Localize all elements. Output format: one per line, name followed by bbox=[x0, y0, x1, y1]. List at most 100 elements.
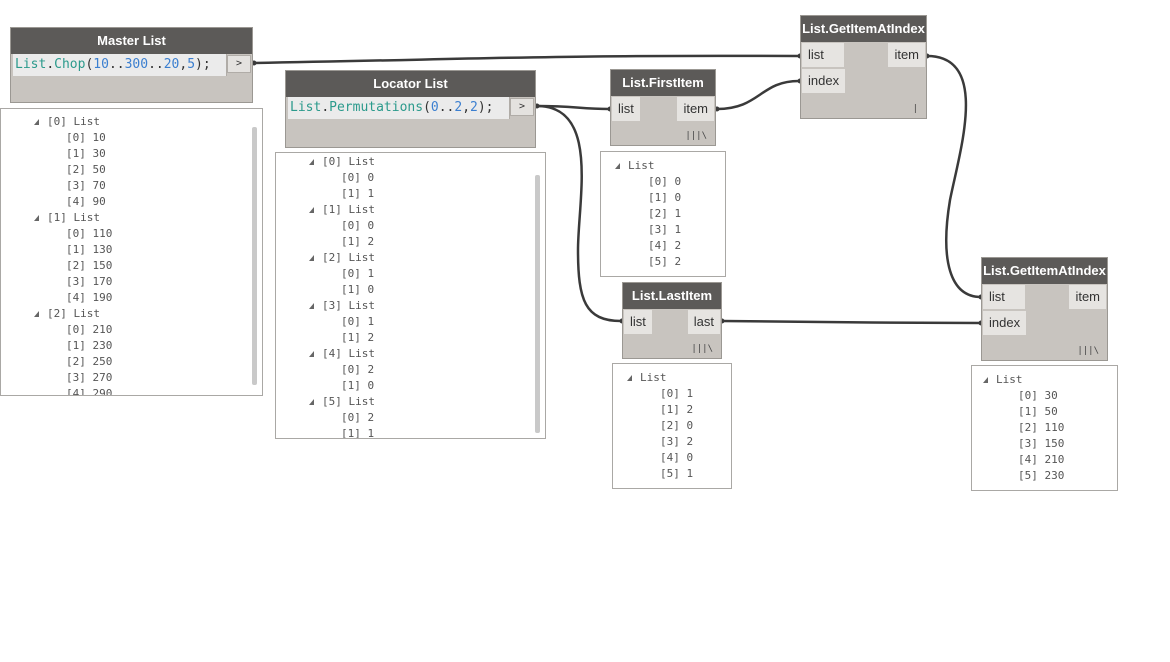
tree-node-value: [1] 2 bbox=[341, 331, 375, 344]
tree-node-value: [2] 250 bbox=[66, 355, 113, 368]
master-list-output-port[interactable]: > bbox=[227, 55, 251, 73]
collapse-triangle-icon[interactable] bbox=[309, 351, 314, 357]
tree-node-header[interactable]: [0] List bbox=[322, 155, 375, 168]
master-list-title: Master List bbox=[11, 28, 252, 54]
tree-node-value: [1] 0 bbox=[341, 283, 375, 296]
last-item-title: List.LastItem bbox=[623, 283, 721, 309]
code-token: ); bbox=[477, 100, 494, 115]
tree-node-value: [0] 210 bbox=[66, 323, 113, 336]
wire-get1-to-get2-list[interactable] bbox=[926, 54, 982, 299]
collapse-triangle-icon[interactable] bbox=[309, 303, 314, 309]
collapse-triangle-icon[interactable] bbox=[309, 159, 314, 165]
get1-list-input[interactable]: list bbox=[802, 43, 844, 67]
get-item-at-index-node-2[interactable]: List.GetItemAtIndex list index item |||\ bbox=[981, 257, 1108, 361]
code-token: 20 bbox=[163, 57, 180, 72]
wire-master-to-get1-list[interactable] bbox=[253, 54, 800, 65]
collapse-triangle-icon[interactable] bbox=[34, 119, 39, 125]
lacing-icon[interactable]: |||\ bbox=[691, 344, 713, 354]
tree-node-header[interactable]: List bbox=[640, 371, 667, 384]
tree-node-value: [2] 50 bbox=[66, 163, 106, 176]
get2-item-output[interactable]: item bbox=[1069, 285, 1106, 309]
scrollbar[interactable] bbox=[252, 127, 257, 385]
tree-node-value: [0] 1 bbox=[341, 267, 375, 280]
wire-locator-to-lastitem[interactable] bbox=[536, 104, 622, 323]
tree-node-header[interactable]: [4] List bbox=[322, 347, 375, 360]
locator-list-preview[interactable]: [0] List[0] 0[1] 1[1] List[0] 0[1] 2[2] … bbox=[275, 152, 546, 439]
tree-node-value: [1] 1 bbox=[341, 187, 375, 200]
tree-node-value: [0] 0 bbox=[648, 175, 682, 188]
tree-node-header[interactable]: [3] List bbox=[322, 299, 375, 312]
get1-index-input[interactable]: index bbox=[802, 69, 846, 93]
get2-list-input[interactable]: list bbox=[983, 285, 1025, 309]
wire-lastitem-to-get2-index[interactable] bbox=[721, 319, 982, 325]
code-token: ( bbox=[423, 100, 431, 115]
code-token: 0 bbox=[430, 100, 439, 115]
tree-node-value: [4] 2 bbox=[648, 239, 682, 252]
tree-node-header[interactable]: [0] List bbox=[47, 115, 100, 128]
master-list-preview[interactable]: [0] List[0] 10[1] 30[2] 50[3] 70[4] 90[1… bbox=[0, 108, 263, 396]
tree-node-value: [1] 230 bbox=[66, 339, 113, 352]
tree-node-value: [1] 2 bbox=[341, 235, 375, 248]
last-item-preview[interactable]: List[0] 1[1] 2[2] 0[3] 2[4] 0[5] 1 bbox=[612, 363, 732, 489]
last-item-list-input[interactable]: list bbox=[624, 310, 652, 334]
tree-node-value: [2] 0 bbox=[660, 419, 694, 432]
tree-node-value: [1] 1 bbox=[341, 427, 375, 439]
tree-node-value: [3] 150 bbox=[1018, 437, 1065, 450]
locator-list-output-port[interactable]: > bbox=[510, 98, 534, 116]
tree-node-value: [5] 2 bbox=[648, 255, 682, 268]
get-item-at-index-node-1[interactable]: List.GetItemAtIndex list index item | bbox=[800, 15, 927, 119]
tree-node-value: [3] 170 bbox=[66, 275, 113, 288]
tree-node-header[interactable]: [1] List bbox=[47, 211, 100, 224]
tree-node-header[interactable]: [2] List bbox=[322, 251, 375, 264]
lacing-icon[interactable]: | bbox=[912, 104, 918, 114]
collapse-triangle-icon[interactable] bbox=[983, 377, 988, 383]
collapse-triangle-icon[interactable] bbox=[309, 207, 314, 213]
code-token: .. bbox=[438, 100, 455, 115]
tree-node-value: [0] 30 bbox=[1018, 389, 1058, 402]
lacing-icon[interactable]: |||\ bbox=[685, 131, 707, 141]
code-token: 2 bbox=[470, 100, 478, 115]
tree-node-value: [2] 1 bbox=[648, 207, 682, 220]
locator-list-title: Locator List bbox=[286, 71, 535, 97]
tree-node-header[interactable]: [5] List bbox=[322, 395, 375, 408]
scrollbar[interactable] bbox=[535, 175, 540, 433]
master-list-code[interactable]: List.Chop(10..300..20,5); bbox=[13, 54, 227, 76]
first-item-item-output[interactable]: item bbox=[677, 97, 714, 121]
tree-node-value: [5] 1 bbox=[660, 467, 694, 480]
tree-node-header[interactable]: [2] List bbox=[47, 307, 100, 320]
wire-firstitem-to-get1-index[interactable] bbox=[716, 79, 800, 111]
master-list-node[interactable]: Master List List.Chop(10..300..20,5); > bbox=[10, 27, 253, 103]
collapse-triangle-icon[interactable] bbox=[34, 311, 39, 317]
collapse-triangle-icon[interactable] bbox=[615, 163, 620, 169]
last-item-node[interactable]: List.LastItem list last |||\ bbox=[622, 282, 722, 359]
code-token: 2 bbox=[454, 100, 463, 115]
tree-node-value: [3] 2 bbox=[660, 435, 694, 448]
tree-node-value: [5] 230 bbox=[1018, 469, 1065, 482]
tree-node-value: [1] 30 bbox=[66, 147, 106, 160]
collapse-triangle-icon[interactable] bbox=[309, 399, 314, 405]
first-item-list-input[interactable]: list bbox=[612, 97, 640, 121]
tree-node-header[interactable]: List bbox=[628, 159, 655, 172]
get2-index-input[interactable]: index bbox=[983, 311, 1027, 335]
collapse-triangle-icon[interactable] bbox=[34, 215, 39, 221]
code-token: Permutations bbox=[329, 100, 424, 115]
locator-list-node[interactable]: Locator List List.Permutations(0..2,2); … bbox=[285, 70, 536, 148]
code-token: 300 bbox=[124, 57, 149, 72]
collapse-triangle-icon[interactable] bbox=[309, 255, 314, 261]
collapse-triangle-icon[interactable] bbox=[627, 375, 632, 381]
tree-node-value: [1] 50 bbox=[1018, 405, 1058, 418]
code-token: List bbox=[15, 57, 47, 72]
locator-list-code[interactable]: List.Permutations(0..2,2); bbox=[288, 97, 510, 119]
get-item-at-index-preview-2[interactable]: List[0] 30[1] 50[2] 110[3] 150[4] 210[5]… bbox=[971, 365, 1118, 491]
code-token: Chop bbox=[54, 57, 86, 72]
first-item-preview[interactable]: List[0] 0[1] 0[2] 1[3] 1[4] 2[5] 2 bbox=[600, 151, 726, 277]
tree-node-header[interactable]: List bbox=[996, 373, 1023, 386]
first-item-node[interactable]: List.FirstItem list item |||\ bbox=[610, 69, 716, 146]
last-item-last-output[interactable]: last bbox=[687, 310, 720, 334]
tree-node-value: [4] 190 bbox=[66, 291, 113, 304]
tree-node-header[interactable]: [1] List bbox=[322, 203, 375, 216]
lacing-icon[interactable]: |||\ bbox=[1077, 346, 1099, 356]
get1-item-output[interactable]: item bbox=[888, 43, 925, 67]
tree-node-value: [1] 0 bbox=[341, 379, 375, 392]
tree-node-value: [4] 90 bbox=[66, 195, 106, 208]
